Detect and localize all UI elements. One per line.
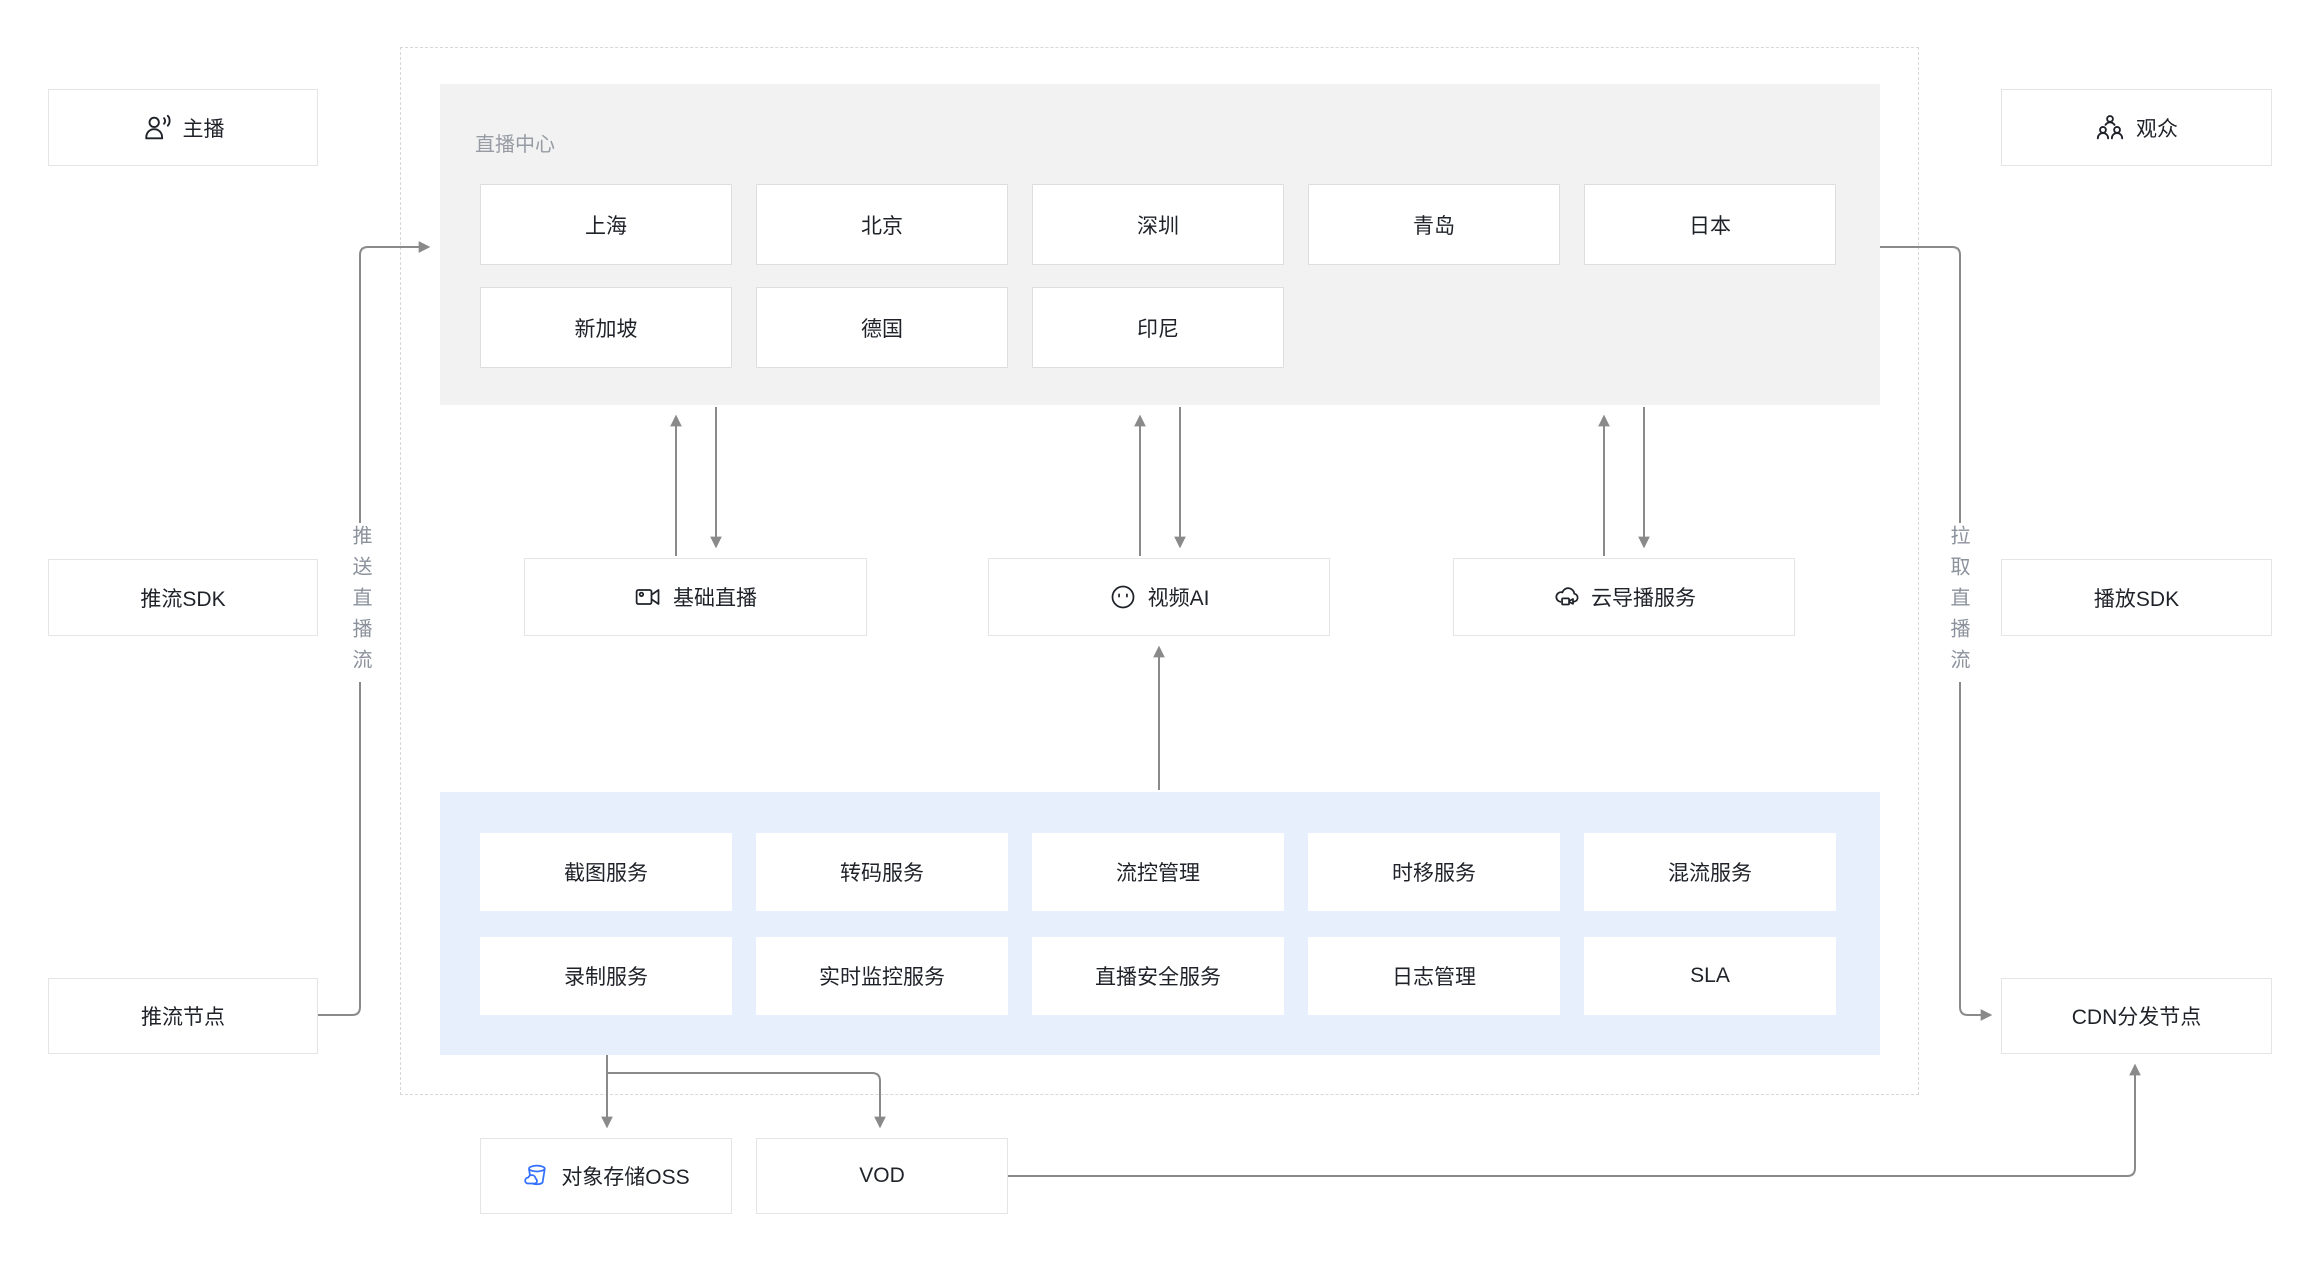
broadcaster-icon [142, 113, 172, 143]
push-sdk-label: 推流SDK [140, 587, 226, 611]
play-sdk-box: 播放SDK [2001, 559, 2272, 636]
region-qingdao: 青岛 [1308, 184, 1560, 265]
capability-flow-ctrl: 流控管理 [1032, 833, 1284, 911]
face-icon [1109, 583, 1137, 611]
cdn-node-box: CDN分发节点 [2001, 978, 2272, 1054]
capability-record: 录制服务 [480, 937, 732, 1015]
push-node-box: 推流节点 [48, 978, 318, 1054]
capability-label: 日志管理 [1392, 966, 1476, 989]
capability-label: 录制服务 [564, 966, 648, 989]
pull-flow-label: 拉取直播流 [1947, 523, 1969, 682]
oss-box: 对象存储OSS [480, 1138, 732, 1214]
region-shanghai: 上海 [480, 184, 732, 265]
region-label: 印尼 [1137, 317, 1179, 341]
video-ai-label: 视频AI [1147, 587, 1210, 610]
audience-icon [2095, 113, 2125, 143]
region-label: 日本 [1689, 214, 1731, 238]
region-label: 上海 [585, 214, 627, 238]
push-node-label: 推流节点 [141, 1006, 225, 1029]
audience-box: 观众 [2001, 89, 2272, 166]
basic-live-label: 基础直播 [673, 587, 757, 610]
region-germany: 德国 [756, 287, 1008, 368]
capability-label: 截图服务 [564, 862, 648, 885]
capability-label: 流控管理 [1116, 862, 1200, 885]
capability-label: SLA [1690, 964, 1730, 987]
region-label: 新加坡 [574, 317, 638, 341]
push-sdk-box: 推流SDK [48, 559, 318, 636]
capability-mix-stream: 混流服务 [1584, 833, 1836, 911]
vod-box: VOD [756, 1138, 1008, 1214]
region-label: 深圳 [1137, 214, 1179, 238]
oss-bucket-icon [522, 1162, 550, 1190]
play-sdk-label: 播放SDK [2093, 587, 2180, 611]
region-indonesia: 印尼 [1032, 287, 1284, 368]
video-camera-icon [634, 583, 662, 611]
push-flow-label: 推送直播流 [349, 523, 371, 682]
anchor-label: 主播 [182, 117, 225, 141]
oss-label: 对象存储OSS [561, 1166, 690, 1189]
region-singapore: 新加坡 [480, 287, 732, 368]
capability-transcode: 转码服务 [756, 833, 1008, 911]
capability-monitor: 实时监控服务 [756, 937, 1008, 1015]
region-beijing: 北京 [756, 184, 1008, 265]
capability-sla: SLA [1584, 937, 1836, 1015]
basic-live-box: 基础直播 [524, 558, 867, 636]
live-center-title: 直播中心 [475, 134, 555, 156]
region-label: 青岛 [1413, 214, 1455, 238]
cloud-director-box: 云导播服务 [1453, 558, 1795, 636]
capability-timeshift: 时移服务 [1308, 833, 1560, 911]
video-ai-box: 视频AI [988, 558, 1330, 636]
region-label: 德国 [861, 317, 903, 341]
anchor-box: 主播 [48, 89, 318, 166]
capability-snapshot: 截图服务 [480, 833, 732, 911]
region-japan: 日本 [1584, 184, 1836, 265]
vod-label: VOD [859, 1164, 905, 1187]
cdn-node-label: CDN分发节点 [2071, 1006, 2202, 1029]
capability-log: 日志管理 [1308, 937, 1560, 1015]
capability-label: 混流服务 [1668, 862, 1752, 885]
capability-label: 直播安全服务 [1095, 966, 1221, 989]
capability-label: 转码服务 [840, 862, 924, 885]
capability-security: 直播安全服务 [1032, 937, 1284, 1015]
region-shenzhen: 深圳 [1032, 184, 1284, 265]
audience-label: 观众 [2136, 117, 2178, 141]
capabilities-panel [440, 792, 1880, 1055]
capability-label: 实时监控服务 [819, 966, 945, 989]
capability-label: 时移服务 [1392, 862, 1476, 885]
cloud-director-label: 云导播服务 [1591, 587, 1696, 610]
region-label: 北京 [861, 214, 903, 238]
cloud-director-icon [1552, 583, 1580, 611]
